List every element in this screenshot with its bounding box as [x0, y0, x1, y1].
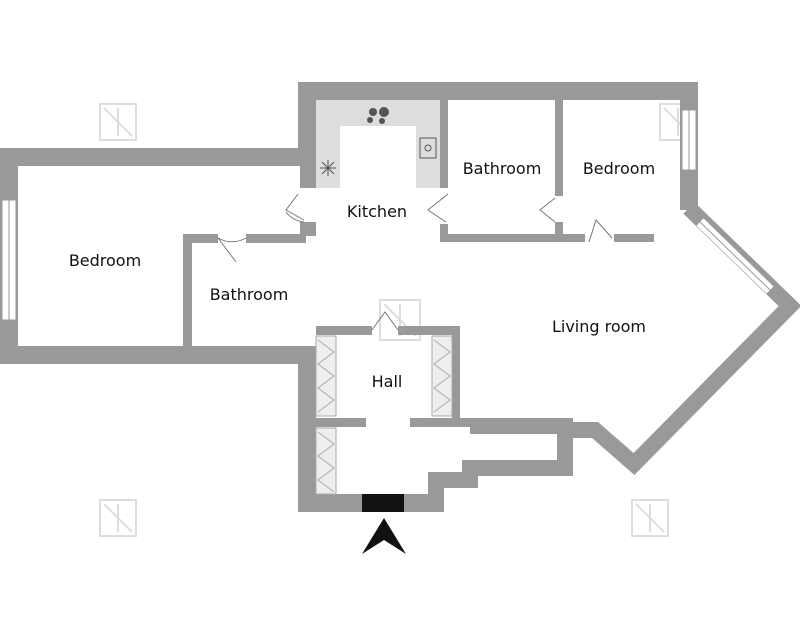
wall-segment: [0, 148, 310, 364]
entrance-door: [362, 494, 404, 512]
room-label-hall: Hall: [372, 372, 403, 391]
wall-segment: [300, 100, 654, 242]
star-icon: [320, 160, 336, 176]
door: [217, 193, 613, 331]
room-label-bathroom-left: Bathroom: [210, 285, 289, 304]
sink-icon: [419, 137, 437, 159]
entrance-arrow-icon: [362, 518, 406, 554]
wall-segment: [298, 82, 698, 512]
room-label-bathroom-top: Bathroom: [463, 159, 542, 178]
wall-segment: [316, 326, 472, 427]
wardrobe: [315, 427, 337, 495]
wardrobe: [315, 335, 337, 417]
wall-segment: [570, 202, 800, 475]
kitchen-counter: [316, 100, 440, 188]
watermark-logo-icon: [99, 499, 137, 537]
room-label-kitchen: Kitchen: [347, 202, 407, 221]
stove-icon: [367, 107, 389, 124]
window: [696, 218, 774, 294]
room-label-bedroom-left: Bedroom: [69, 251, 141, 270]
wall-segment: [428, 418, 573, 503]
room-label-living-room: Living room: [552, 317, 646, 336]
watermark-logo-icon: [99, 103, 137, 141]
window: [1, 199, 17, 321]
watermark-logo-icon: [631, 499, 669, 537]
window: [681, 109, 697, 171]
wardrobe: [431, 335, 453, 417]
room-label-bedroom-right: Bedroom: [583, 159, 655, 178]
